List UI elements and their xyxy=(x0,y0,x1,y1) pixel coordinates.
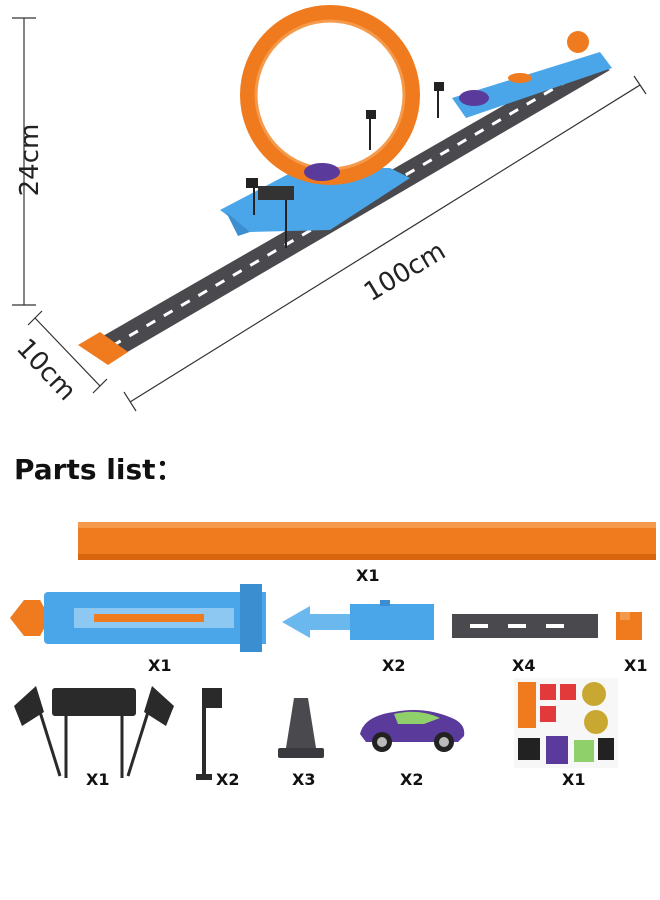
launcher-base xyxy=(452,52,612,118)
part-blue-ramp xyxy=(280,600,440,644)
part-orange-track xyxy=(78,520,656,562)
qty-sticker-sheet: X1 xyxy=(562,770,586,789)
qty-flag-gate: X1 xyxy=(86,770,110,789)
part-blue-launcher xyxy=(4,578,270,658)
dimension-lines xyxy=(12,17,647,412)
car-2 xyxy=(459,90,489,106)
part-flag-gate xyxy=(10,682,178,782)
part-toy-car xyxy=(354,700,470,756)
gate-sign xyxy=(258,186,294,200)
part-cone xyxy=(276,694,326,760)
product-illustration xyxy=(0,0,660,420)
part-single-flag xyxy=(192,686,226,784)
part-sticker-sheet xyxy=(514,678,618,768)
qty-blue-ramp: X2 xyxy=(382,656,406,675)
height-label: 24cm xyxy=(15,123,45,197)
car-1 xyxy=(304,163,340,181)
orange-loop xyxy=(240,5,420,185)
part-orange-end xyxy=(614,610,644,642)
qty-orange-end: X1 xyxy=(624,656,648,675)
loop-base xyxy=(220,168,410,232)
qty-orange-track: X1 xyxy=(356,566,380,585)
qty-single-flag: X2 xyxy=(216,770,240,789)
part-grey-track xyxy=(452,612,598,640)
end-ramp xyxy=(78,332,128,365)
assembled-track-drawing xyxy=(12,5,647,412)
qty-toy-car: X2 xyxy=(400,770,424,789)
qty-cone: X3 xyxy=(292,770,316,789)
parts-list-title: Parts list： xyxy=(14,453,184,486)
launcher-button xyxy=(567,31,589,53)
qty-grey-track: X4 xyxy=(512,656,536,675)
qty-blue-launcher: X1 xyxy=(148,656,172,675)
